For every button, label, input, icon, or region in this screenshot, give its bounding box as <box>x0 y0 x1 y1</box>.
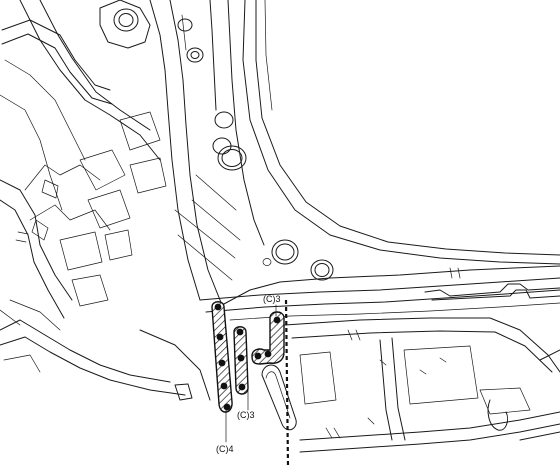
weld-band-left <box>211 301 233 413</box>
weld-band-right <box>251 311 285 365</box>
door-opening <box>242 0 560 265</box>
rocker-sill <box>199 265 560 321</box>
left-upper-panel <box>0 0 161 319</box>
sill-holes <box>262 239 334 281</box>
left-panel-details <box>15 111 167 307</box>
callout-top: (C)3 <box>263 294 281 304</box>
floor-pan <box>261 317 560 453</box>
weld-band-middle <box>233 326 249 395</box>
center-pillar <box>99 0 265 306</box>
left-lower-panel <box>0 299 211 401</box>
callout-middle: (C)3 <box>237 410 255 420</box>
callout-bottom: (C)4 <box>216 444 234 454</box>
